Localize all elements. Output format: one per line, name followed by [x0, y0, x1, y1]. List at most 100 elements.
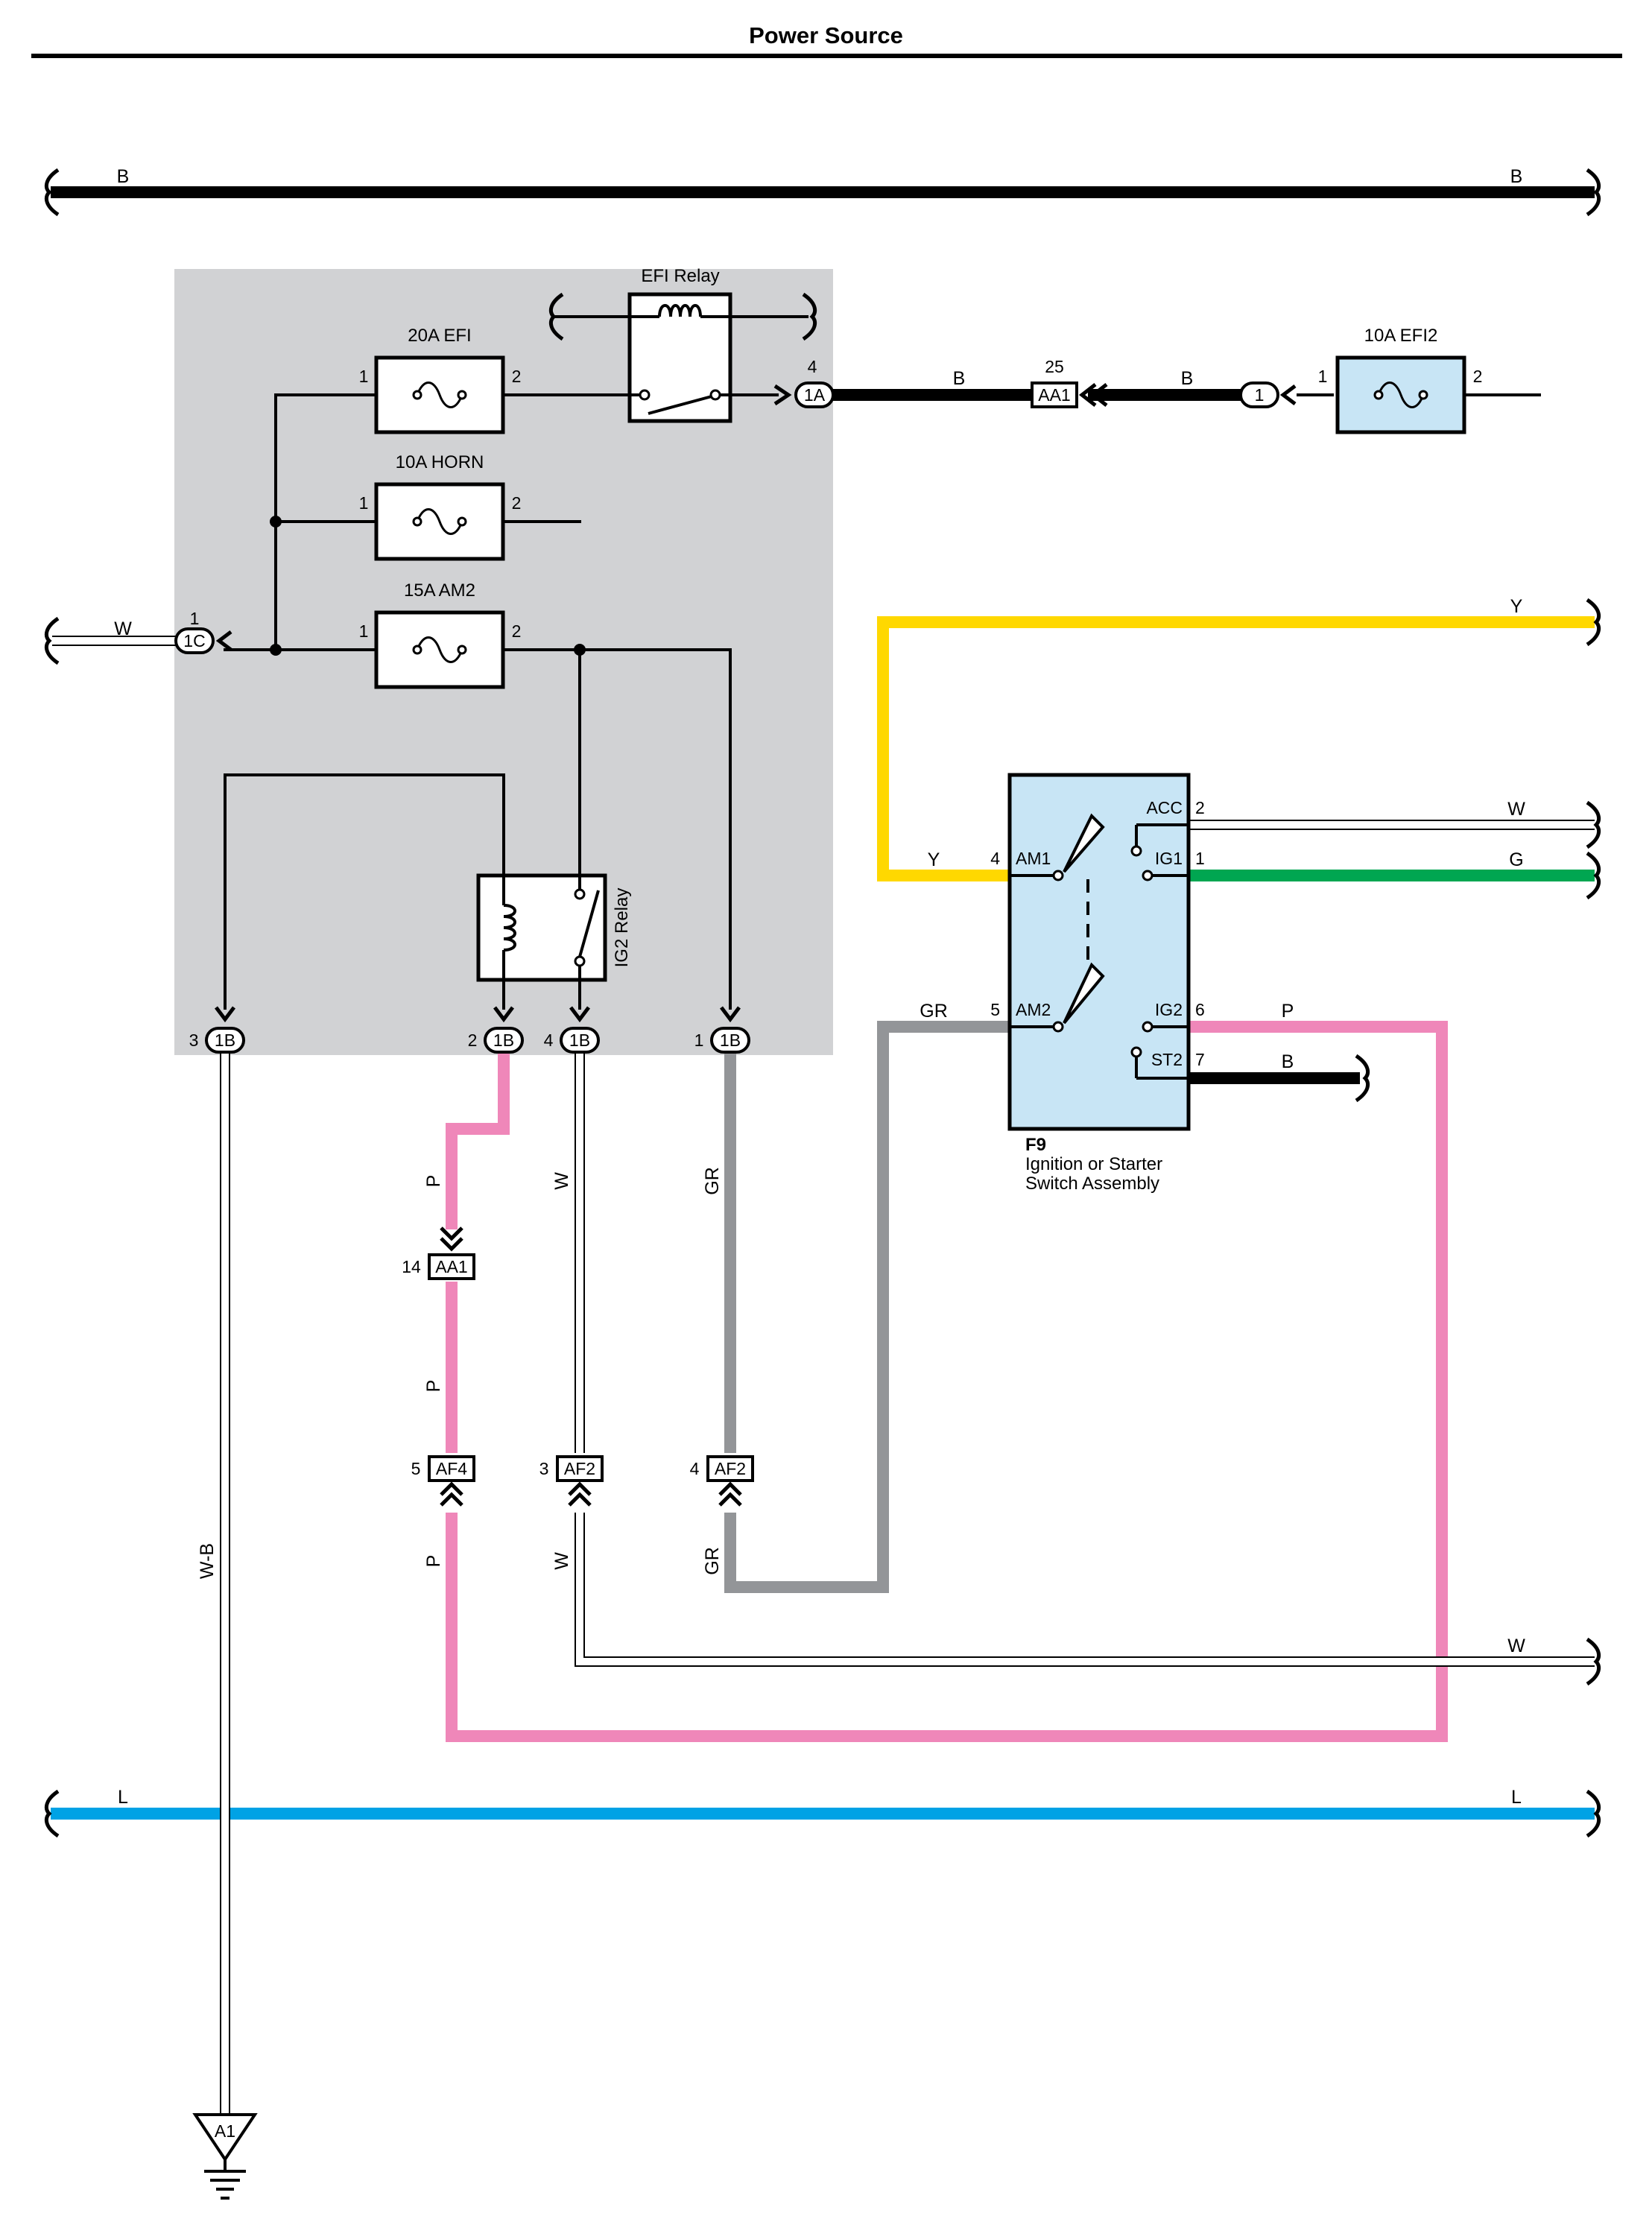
fuse-10a-horn [374, 482, 505, 561]
connector-aa1-top-id: AA1 [1038, 385, 1070, 405]
wire-label-b-st2: B [1282, 1051, 1294, 1072]
connector-1b-pin3 [205, 1006, 245, 1054]
switch-terminal-st2-pin: 7 [1195, 1050, 1205, 1069]
wire-label-g-ig1: G [1509, 849, 1523, 870]
switch-name-line1: Ignition or Starter [1025, 1154, 1162, 1174]
switch-code: F9 [1025, 1135, 1046, 1155]
wire-p-1b-to-aa1 [446, 1047, 510, 1229]
connector-1b-pin1 [710, 1006, 750, 1054]
wire-label-b-efi-1: B [953, 368, 966, 389]
ground-a1 [192, 2113, 258, 2200]
wire-label-y-am1: Y [928, 849, 940, 870]
title-rule [31, 54, 1622, 58]
fuse-efi-pin2: 2 [512, 367, 522, 386]
wire-label-w-1: W [551, 1172, 572, 1190]
connector-1c-id: 1C [183, 631, 205, 650]
fuse-efi2-pin1: 1 [1318, 367, 1328, 386]
switch-name-line2: Switch Assembly [1025, 1174, 1159, 1194]
wire-y-to-am1 [877, 616, 1595, 881]
switch-terminal-acc-label: ACC [1146, 798, 1183, 817]
connector-af4-5-pin: 5 [411, 1459, 421, 1478]
connector-1c-pin: 1 [190, 609, 200, 628]
wire-label-b-top-left: B [117, 166, 130, 187]
fuse-15a-am2 [374, 610, 505, 689]
wire-label-w-2: W [551, 1552, 572, 1570]
fuse-horn-pin2: 2 [512, 493, 522, 513]
connector-aa1-top [1031, 382, 1108, 408]
fuse-name-horn: 10A HORN [396, 452, 484, 472]
wire-label-p-3: P [423, 1555, 444, 1568]
switch-terminal-am2-pin: 5 [990, 1000, 1000, 1019]
switch-terminal-ig1-pin: 1 [1195, 849, 1205, 868]
connector-1c [174, 627, 232, 654]
wire-label-p-2: P [423, 1380, 444, 1393]
wire-label-w-right-bottom: W [1507, 1636, 1525, 1656]
junction-dots [270, 516, 586, 656]
wire-end-brackets [44, 168, 1601, 1838]
connector-1a-id: 1A [804, 385, 826, 405]
efi-relay [627, 292, 732, 423]
fuse-name-efi2: 10A EFI2 [1364, 326, 1438, 346]
switch-terminal-ig1-label: IG1 [1155, 849, 1183, 868]
switch-terminal-acc-pin: 2 [1195, 798, 1205, 817]
wire-gr-to-am2 [724, 1021, 1010, 1593]
wire-p-ig2-loop [446, 1021, 1448, 1742]
fuse-name-efi: 20A EFI [408, 326, 471, 346]
connector-aa1-14-id: AA1 [435, 1257, 467, 1276]
fuse-name-am2: 15A AM2 [404, 580, 475, 601]
ig2-relay-name: IG2 Relay [612, 888, 632, 968]
ground-a1-id: A1 [215, 2121, 235, 2141]
connector-aa1-top-pin: 25 [1045, 357, 1064, 376]
efi-relay-name: EFI Relay [641, 266, 719, 286]
switch-terminal-st2-label: ST2 [1151, 1050, 1183, 1069]
connector-1b-pin4-pin: 4 [544, 1030, 554, 1050]
wire-label-b-top-right: B [1510, 166, 1523, 187]
connector-af2-4-pin: 4 [690, 1459, 700, 1478]
connector-1b-pin1-pin: 1 [694, 1030, 704, 1050]
switch-terminal-am1-label: AM1 [1016, 849, 1051, 868]
wire-label-w-acc: W [1507, 799, 1525, 820]
fuse-efi2-pin2: 2 [1473, 367, 1483, 386]
fuse-am2-pin2: 2 [512, 621, 522, 641]
wire-label-p-ig2: P [1282, 1001, 1294, 1022]
wire-label-b-efi-2: B [1181, 368, 1194, 389]
connector-1-id: 1 [1255, 385, 1265, 405]
ig2-relay [476, 873, 607, 982]
connector-af4-5 [428, 1455, 475, 1507]
connector-1b-pin3-id: 1B [215, 1030, 235, 1050]
connector-af2-3-pin: 3 [539, 1459, 549, 1478]
wire-label-p-1: P [423, 1175, 444, 1188]
switch-terminal-ig2-label: IG2 [1155, 1000, 1183, 1019]
connector-af4-5-id: AF4 [436, 1459, 467, 1478]
switch-terminal-am2-label: AM2 [1016, 1000, 1051, 1019]
fuse-am2-pin1: 1 [359, 621, 369, 641]
connector-aa1-14-pin: 14 [402, 1257, 421, 1276]
connector-1a [773, 382, 835, 408]
wire-label-gr-am2: GR [920, 1001, 948, 1022]
wire-label-w-left: W [114, 618, 132, 639]
switch-terminal-am1-pin: 4 [990, 849, 1000, 868]
wire-label-wb: W-B [197, 1543, 218, 1579]
wire-label-gr-1: GR [702, 1167, 723, 1195]
connector-1a-pin: 4 [808, 357, 817, 376]
switch-terminal-ig2-pin: 6 [1195, 1000, 1205, 1019]
fuse-efi-pin1: 1 [359, 367, 369, 386]
connector-af2-3-id: AF2 [564, 1459, 595, 1478]
wire-label-l-right: L [1511, 1787, 1522, 1808]
fuse-horn-pin1: 1 [359, 493, 369, 513]
connector-aa1-14 [428, 1226, 475, 1280]
fuse-10a-efi2 [1335, 355, 1466, 434]
connector-af2-3 [556, 1455, 604, 1507]
connector-1b-pin2-pin: 2 [468, 1030, 478, 1050]
connector-af2-4 [706, 1455, 754, 1507]
connector-1b-pin4 [560, 1006, 600, 1054]
wire-label-l-left: L [118, 1787, 128, 1808]
wire-label-y-top: Y [1510, 596, 1523, 617]
connector-1 [1239, 382, 1297, 408]
connector-1b-pin2 [484, 1006, 524, 1054]
connector-1b-pin1-id: 1B [720, 1030, 741, 1050]
wire-label-gr-2: GR [702, 1547, 723, 1575]
connector-af2-4-id: AF2 [715, 1459, 746, 1478]
connector-1b-pin4-id: 1B [569, 1030, 590, 1050]
